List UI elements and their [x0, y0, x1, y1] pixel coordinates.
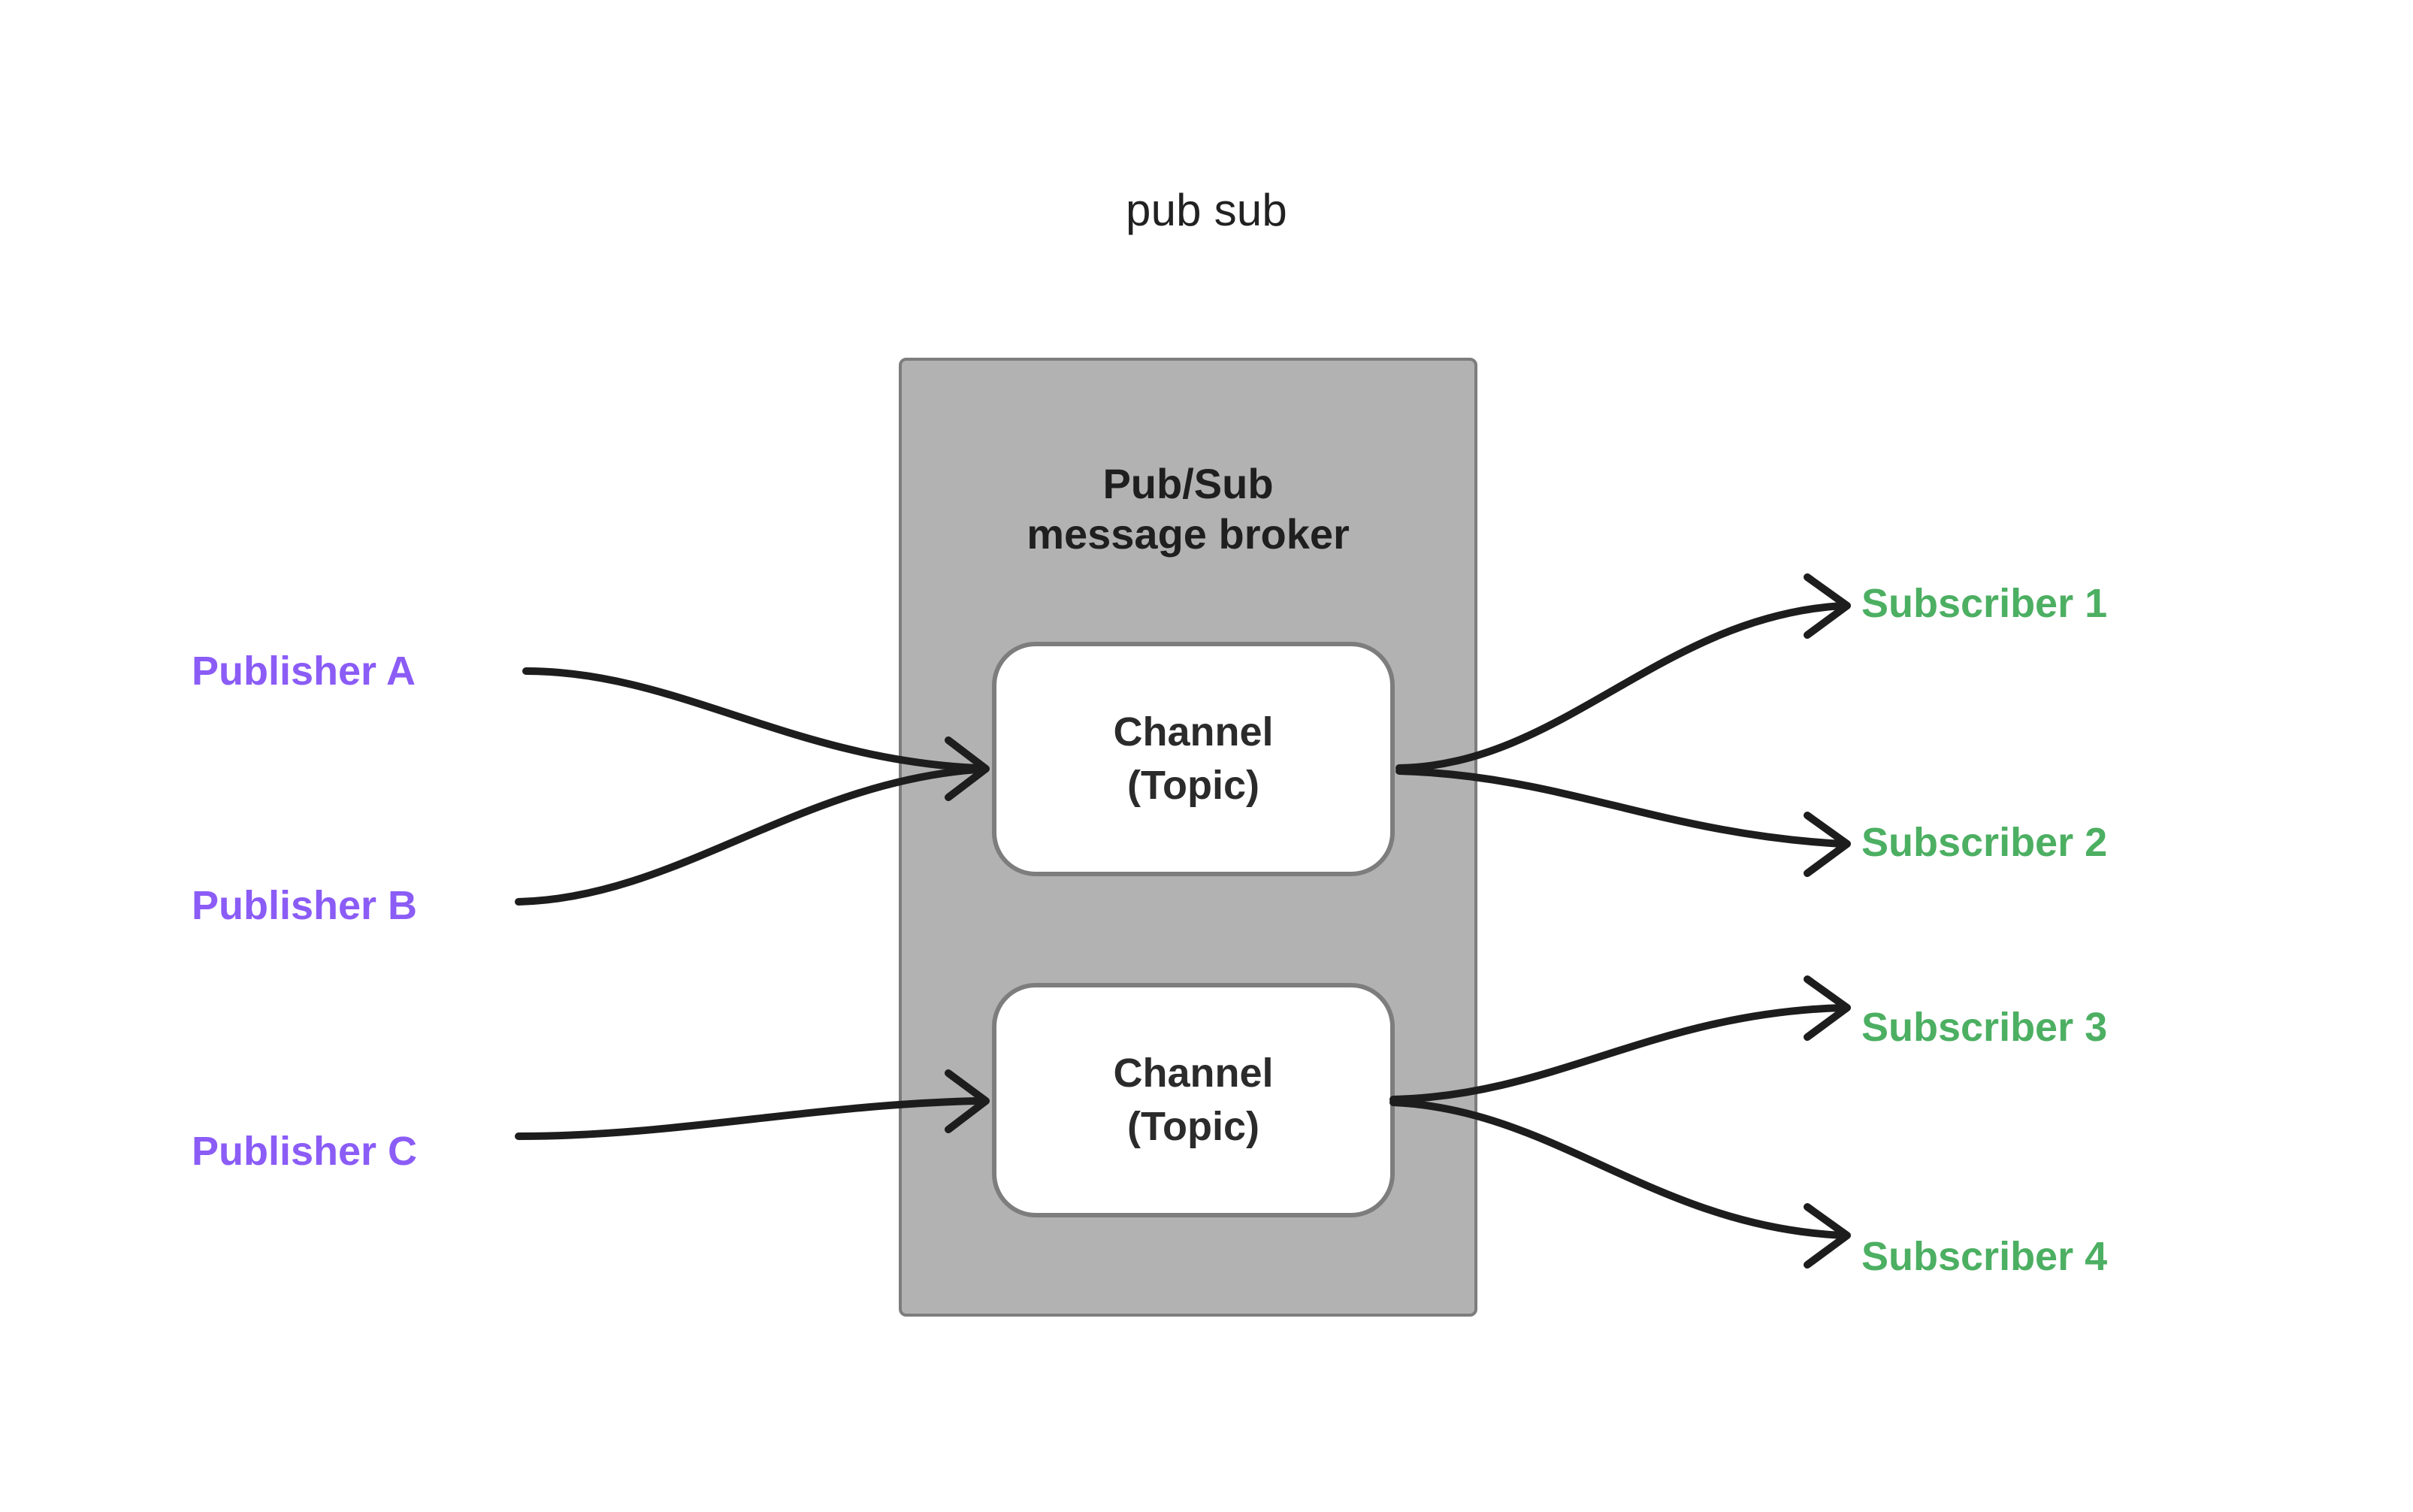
channel-1-line-2: (Topic) — [1127, 763, 1259, 808]
subscriber-2-label[interactable]: Subscriber 2 — [1861, 820, 2108, 865]
publisher-c-label[interactable]: Publisher C — [192, 1129, 418, 1174]
channel-2-line-1: Channel — [1113, 1050, 1274, 1096]
publisher-a-label[interactable]: Publisher A — [192, 649, 416, 694]
arrowhead-into-subscriber-2 — [1804, 812, 1851, 877]
broker-title: Pub/Sub message broker — [899, 458, 1477, 559]
channel-1-line-1: Channel — [1113, 709, 1274, 754]
subscriber-1-label[interactable]: Subscriber 1 — [1861, 581, 2108, 626]
channel-box-2[interactable]: Channel (Topic) — [992, 983, 1395, 1217]
subscriber-3-label[interactable]: Subscriber 3 — [1861, 1005, 2108, 1050]
broker-title-line-1: Pub/Sub — [1102, 460, 1274, 507]
publisher-b-label[interactable]: Publisher B — [192, 883, 418, 928]
arrowhead-into-subscriber-3 — [1804, 975, 1851, 1041]
channel-2-line-2: (Topic) — [1127, 1104, 1259, 1149]
channel-box-1[interactable]: Channel (Topic) — [992, 642, 1395, 876]
page-title: pub sub — [1126, 185, 1287, 235]
arrowhead-into-subscriber-4 — [1804, 1203, 1851, 1269]
arrowhead-into-subscriber-1 — [1804, 573, 1851, 639]
subscriber-4-label[interactable]: Subscriber 4 — [1861, 1234, 2108, 1279]
broker-title-line-2: message broker — [1027, 510, 1350, 558]
